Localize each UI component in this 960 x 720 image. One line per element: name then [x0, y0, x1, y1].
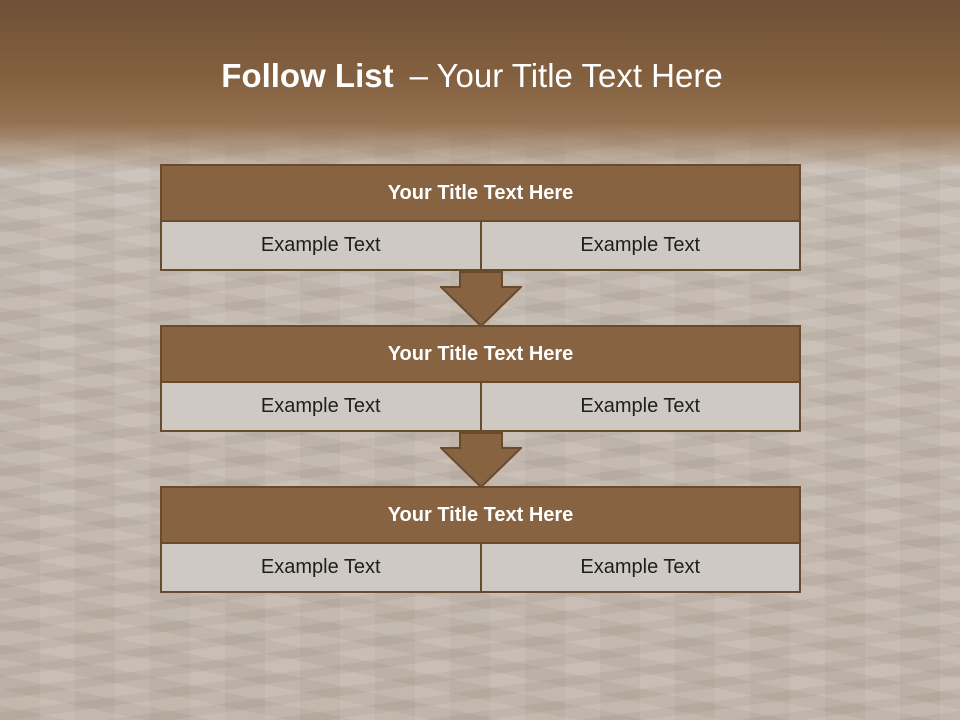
slide-title: Follow List – Your Title Text Here — [0, 56, 944, 96]
down-arrow-icon-2 — [440, 432, 522, 488]
step-row-2: Example Text Example Text — [160, 383, 801, 432]
slide-title-rest: – Your Title Text Here — [409, 57, 723, 94]
step-box-3: Your Title Text Here Example Text Exampl… — [160, 486, 801, 593]
down-arrow-icon-1 — [440, 271, 522, 327]
step-row-3: Example Text Example Text — [160, 544, 801, 593]
step-title-3: Your Title Text Here — [160, 486, 801, 544]
step-title-1: Your Title Text Here — [160, 164, 801, 222]
step-1-right-cell: Example Text — [481, 222, 801, 271]
step-3-right-cell: Example Text — [481, 544, 801, 593]
step-box-1: Your Title Text Here Example Text Exampl… — [160, 164, 801, 271]
slide-title-bold: Follow List — [221, 57, 394, 94]
step-box-2: Your Title Text Here Example Text Exampl… — [160, 325, 801, 432]
step-1-left-cell: Example Text — [160, 222, 482, 271]
title-band — [0, 0, 960, 170]
step-row-1: Example Text Example Text — [160, 222, 801, 271]
step-2-left-cell: Example Text — [160, 383, 482, 432]
step-2-right-cell: Example Text — [481, 383, 801, 432]
step-title-2: Your Title Text Here — [160, 325, 801, 383]
step-3-left-cell: Example Text — [160, 544, 482, 593]
